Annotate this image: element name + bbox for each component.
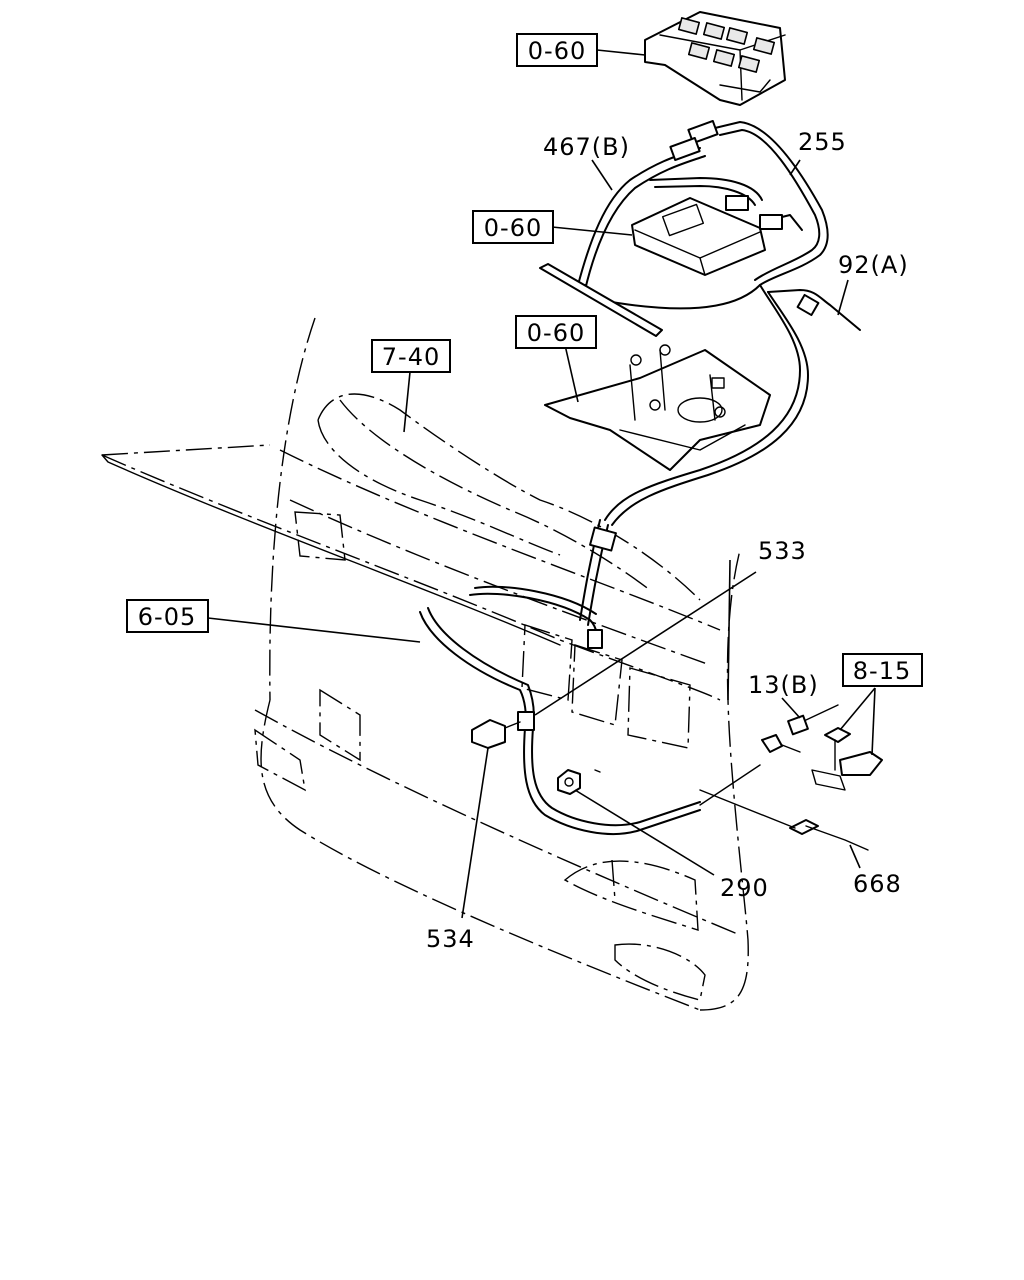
ref-label-bracket: 0-60: [515, 315, 597, 349]
part-label-668: 668: [853, 870, 902, 898]
part-label-255: 255: [798, 128, 847, 156]
ref-label-6-05: 6-05: [126, 599, 209, 633]
ref-label-8-15: 8-15: [842, 653, 923, 687]
lower-harness: [419, 585, 761, 836]
grille-upper-panel: [317, 393, 701, 601]
mounting-bracket: [544, 344, 771, 471]
leader-lines: [207, 49, 876, 919]
part-label-290: 290: [720, 874, 769, 902]
part-label-13b: 13(B): [748, 671, 819, 699]
ref-label-7-40-text: 7-40: [382, 343, 440, 371]
ref-label-top: 0-60: [516, 33, 598, 67]
side-parts: [699, 704, 883, 851]
part-label-533: 533: [758, 537, 807, 565]
ref-label-8-15-text: 8-15: [853, 657, 911, 685]
ref-label-top-text: 0-60: [528, 37, 586, 65]
ref-label-bracket-text: 0-60: [527, 319, 585, 347]
part-label-534: 534: [426, 925, 475, 953]
part-label-92a: 92(A): [838, 251, 909, 279]
wire-harness: [539, 119, 861, 626]
ref-label-7-40: 7-40: [371, 339, 451, 373]
ref-label-6-05-text: 6-05: [138, 603, 196, 631]
fuse-box: [644, 11, 786, 106]
part-label-467b: 467(B): [543, 133, 630, 161]
cab-outline: [101, 317, 749, 1011]
ref-label-ecu: 0-60: [472, 210, 554, 244]
ref-label-ecu-text: 0-60: [484, 214, 542, 242]
control-unit: [631, 197, 766, 276]
